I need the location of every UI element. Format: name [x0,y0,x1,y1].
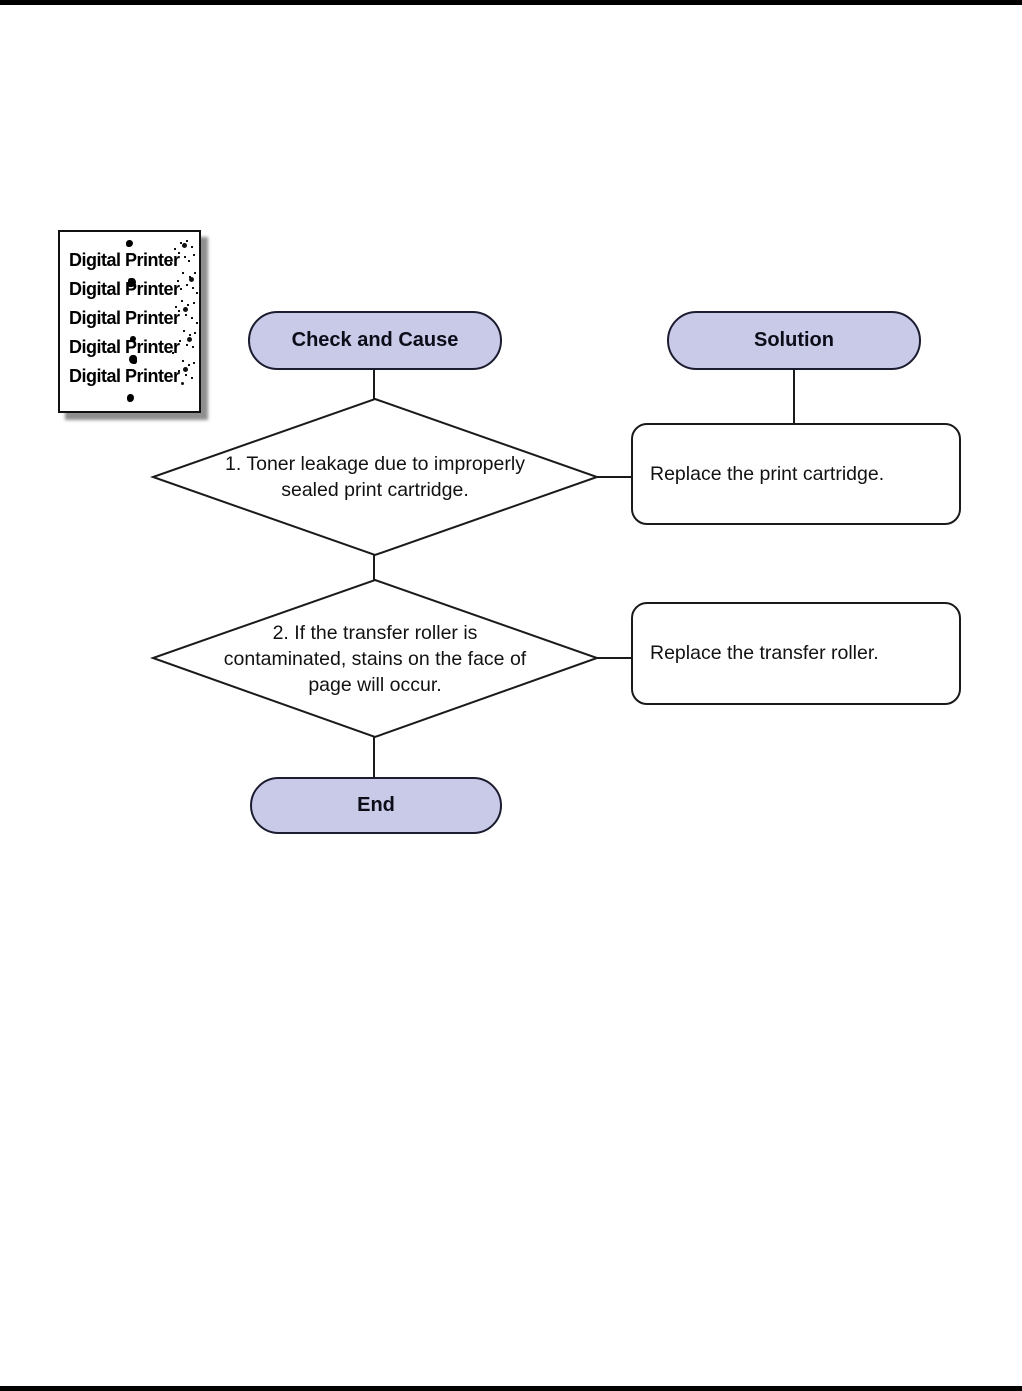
page-bottom-rule [0,1386,1022,1391]
toner-stain-dot [128,278,136,287]
end-terminator: End [250,777,502,834]
page-top-rule [0,0,1022,5]
print-defect-sample: Digital Printer Digital Printer Digital … [58,230,208,420]
solution-box-2: Replace the transfer roller. [631,602,961,705]
solution-terminator: Solution [667,311,921,370]
diamond2-label: 2. If the transfer roller is contaminate… [223,621,527,696]
sample-text-line: Digital Printer [69,337,180,357]
check-and-cause-terminator: Check and Cause [248,311,502,370]
diamond1-label: 1. Toner leakage due to improperly seale… [225,453,525,501]
sample-text-block: Digital Printer Digital Printer Digital … [69,246,180,391]
decision-diamond-2 [150,578,600,739]
sample-text-line: Digital Printer [69,308,180,328]
sample-text-line: Digital Printer [69,366,180,386]
sample-sheet: Digital Printer Digital Printer Digital … [58,230,201,413]
toner-stain-dot [126,240,133,247]
toner-stain-dot [129,355,137,364]
solution-box-1-label: Replace the print cartridge. [650,462,885,485]
toner-stain-dot [130,336,136,342]
solution-box-2-label: Replace the transfer roller. [650,642,879,664]
decision-diamond-1 [149,397,601,557]
solution-box-1: Replace the print cartridge. [631,423,961,525]
sample-text-line: Digital Printer [69,250,180,270]
toner-stain-dot [127,394,134,402]
sample-text-line: Digital Printer [69,279,180,299]
